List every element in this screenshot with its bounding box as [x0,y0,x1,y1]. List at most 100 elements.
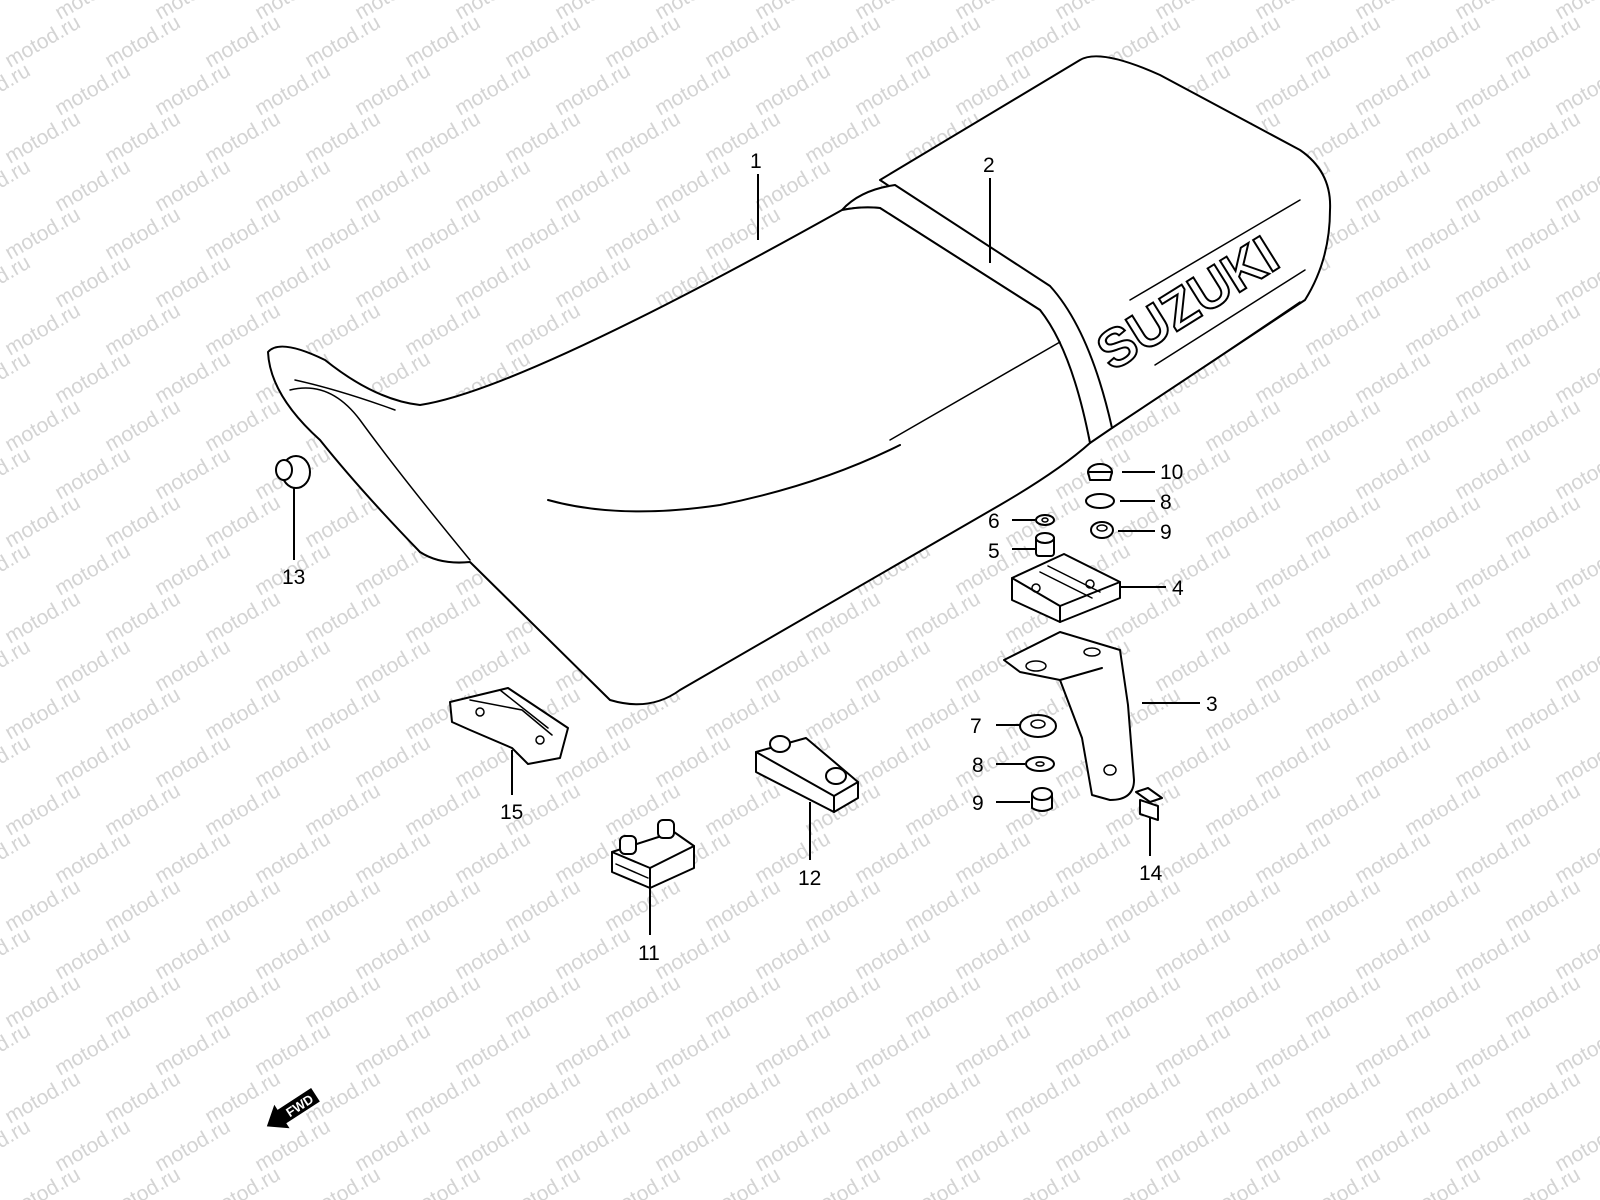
watermark-text: motod.ru [401,203,484,264]
watermark-text: motod.ru [651,1019,734,1080]
watermark-text: motod.ru [1251,635,1334,696]
watermark-text: motod.ru [151,443,234,504]
watermark-text: motod.ru [851,923,934,984]
watermark-text: motod.ru [501,875,584,936]
callout-9-lower: 9 [972,792,984,815]
watermark-text: motod.ru [601,1067,684,1128]
watermark-text: motod.ru [851,635,934,696]
watermark-text: motod.ru [1301,971,1384,1032]
watermark-text: motod.ru [1251,443,1334,504]
watermark-text: motod.ru [301,11,384,72]
watermark-text: motod.ru [851,1019,934,1080]
watermark-text: motod.ru [601,971,684,1032]
watermark-text: motod.ru [801,11,884,72]
watermark-text: motod.ru [201,491,284,552]
watermark-text: motod.ru [1451,251,1534,312]
watermark-text: motod.ru [1301,587,1384,648]
watermark-text: motod.ru [451,155,534,216]
watermark-text: motod.ru [1301,1067,1384,1128]
watermark-text: motod.ru [151,731,234,792]
watermark-text: motod.ru [651,923,734,984]
watermark-text: motod.ru [1351,827,1434,888]
watermark-text: motod.ru [651,1115,734,1176]
watermark-text: motod.ru [351,827,434,888]
watermark-text: motod.ru [51,155,134,216]
watermark-text: motod.ru [1301,299,1384,360]
watermark-text: motod.ru [51,539,134,600]
watermark-text: motod.ru [1301,683,1384,744]
watermark-text: motod.ru [501,1067,584,1128]
watermark-text: motod.ru [251,635,334,696]
watermark-text: motod.ru [801,971,884,1032]
watermark-text: motod.ru [1351,731,1434,792]
watermark-text: motod.ru [51,1019,134,1080]
watermark-text: motod.ru [251,155,334,216]
watermark-text: motod.ru [1151,1019,1234,1080]
callout-2: 2 [983,154,995,177]
watermark-text: motod.ru [1551,1115,1600,1176]
watermark-text: motod.ru [701,1163,784,1200]
watermark-text: motod.ru [1451,1115,1534,1176]
watermark-text: motod.ru [201,11,284,72]
watermark-text: motod.ru [1,395,84,456]
watermark-text: motod.ru [101,875,184,936]
watermark-text: motod.ru [51,251,134,312]
watermark-text: motod.ru [1501,11,1584,72]
fwd-arrow-icon [266,1088,320,1129]
watermark-text: motod.ru [1551,251,1600,312]
watermark-text: motod.ru [151,347,234,408]
watermark-text: motod.ru [1151,539,1234,600]
watermark-text: motod.ru [351,731,434,792]
watermark-text: motod.ru [751,1115,834,1176]
watermark-text: motod.ru [851,59,934,120]
watermark-text: motod.ru [101,395,184,456]
watermark-text: motod.ru [251,59,334,120]
watermark-text: motod.ru [1201,875,1284,936]
watermark-text: motod.ru [1351,923,1434,984]
watermark-text: motod.ru [1101,971,1184,1032]
watermark-text: motod.ru [1401,395,1484,456]
watermark-text: motod.ru [1501,971,1584,1032]
watermark-text: motod.ru [1551,155,1600,216]
watermark-text: motod.ru [1401,203,1484,264]
watermark-text: motod.ru [1451,59,1534,120]
watermark-text: motod.ru [1501,395,1584,456]
callout-1: 1 [750,150,762,173]
watermark-text: motod.ru [301,875,384,936]
watermark-text: motod.ru [0,731,34,792]
watermark-text: motod.ru [751,827,834,888]
watermark-text: motod.ru [51,635,134,696]
watermark-text: motod.ru [1551,539,1600,600]
part-11-cushion [611,819,695,889]
watermark-text: motod.ru [1401,779,1484,840]
watermark-text: motod.ru [551,155,634,216]
watermark-text: motod.ru [1051,1019,1134,1080]
watermark-text: motod.ru [401,971,484,1032]
watermark-text: motod.ru [701,1067,784,1128]
watermark-text: motod.ru [301,683,384,744]
watermark-text: motod.ru [351,59,434,120]
callout-4: 4 [1172,577,1184,600]
seat-inner-rim [294,379,396,411]
watermark-text: motod.ru [251,251,334,312]
watermark-text: motod.ru [401,587,484,648]
watermark-text: motod.ru [1551,59,1600,120]
callout-6: 6 [988,510,1000,533]
watermark-text: motod.ru [151,1115,234,1176]
part-8-washer-lower [1025,756,1055,772]
watermark-text: motod.ru [1351,251,1434,312]
watermark-text: motod.ru [101,779,184,840]
watermark-text: motod.ru [501,11,584,72]
watermark-text: motod.ru [451,1019,534,1080]
seat-front-groove [289,387,471,561]
watermark-text: motod.ru [0,155,34,216]
watermark-text: motod.ru [351,1019,434,1080]
watermark-text: motod.ru [1251,59,1334,120]
watermark-text: motod.ru [1301,491,1384,552]
watermark-text: motod.ru [0,827,34,888]
watermark-text: motod.ru [401,875,484,936]
part-12-cushion [755,735,859,813]
watermark-text: motod.ru [1051,1115,1134,1176]
part-9-nut-lower [1031,787,1053,812]
